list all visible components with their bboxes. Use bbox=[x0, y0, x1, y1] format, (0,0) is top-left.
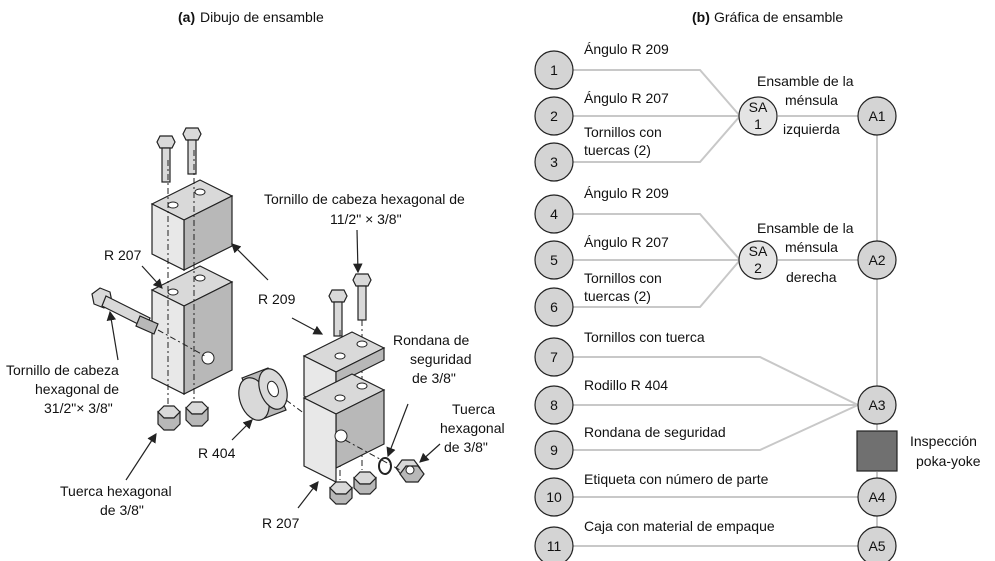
component-5: 5 Ángulo R 207 bbox=[534, 234, 669, 280]
assembly-a1-code: A1 bbox=[868, 108, 885, 124]
label-r404: R 404 bbox=[198, 445, 236, 461]
assembly-a3: A3 bbox=[857, 385, 897, 425]
label-washer-line3: de 3/8" bbox=[412, 370, 456, 386]
subassembly-sa1-code-line2: 1 bbox=[754, 116, 762, 132]
inspection-label-line2: poka-yoke bbox=[916, 453, 981, 469]
label-nut-right-line3: de 3/8" bbox=[444, 439, 488, 455]
label-nut-left-line2: de 3/8" bbox=[100, 502, 144, 518]
component-8: 8 Rodillo R 404 bbox=[534, 377, 668, 425]
component-7-label: Tornillos con tuerca bbox=[584, 329, 705, 345]
component-10: 10 Etiqueta con número de parte bbox=[534, 471, 769, 517]
chart-title-prefix: (b) bbox=[692, 9, 710, 25]
top-bolts-right bbox=[328, 273, 372, 337]
component-5-label: Ángulo R 207 bbox=[584, 234, 669, 250]
component-4-number: 4 bbox=[550, 206, 558, 222]
subassembly-sa1: SA 1 Ensamble de la ménsula izquierda bbox=[738, 73, 854, 137]
component-2-label: Ángulo R 207 bbox=[584, 90, 669, 106]
assembly-a2-code: A2 bbox=[868, 252, 885, 268]
nuts-bottom-left bbox=[157, 401, 209, 431]
component-6-label-line1: Tornillos con bbox=[584, 270, 662, 286]
long-bolt bbox=[91, 287, 159, 335]
inspection-label-line1: Inspección bbox=[910, 433, 977, 449]
chart-title: Gráfica de ensamble bbox=[714, 9, 843, 25]
assembly-a5-code: A5 bbox=[868, 538, 885, 554]
component-10-number: 10 bbox=[546, 489, 562, 505]
component-7-number: 7 bbox=[550, 349, 558, 365]
leader-arrows bbox=[106, 229, 441, 509]
label-bolt-top-line2: 11/2" × 3/8" bbox=[330, 211, 402, 227]
label-washer-line1: Rondana de bbox=[393, 332, 470, 348]
component-11: 11 Caja con material de empaque bbox=[534, 518, 775, 561]
angle-r209-upper bbox=[150, 179, 234, 271]
subassembly-sa2-label-line1: Ensamble de la bbox=[757, 220, 854, 236]
component-6-number: 6 bbox=[550, 299, 558, 315]
component-9-label: Rondana de seguridad bbox=[584, 424, 726, 440]
label-washer-line2: seguridad bbox=[410, 351, 472, 367]
component-10-label: Etiqueta con número de parte bbox=[584, 471, 769, 487]
component-6: 6 Tornillos con tuercas (2) bbox=[534, 270, 662, 327]
assembly-a2: A2 bbox=[857, 240, 897, 280]
connector-lines bbox=[573, 69, 878, 547]
roller-r404 bbox=[238, 367, 288, 421]
component-9: 9 Rondana de seguridad bbox=[534, 424, 726, 470]
drawing-title: Dibujo de ensamble bbox=[200, 9, 324, 25]
label-bolt-left-line2: hexagonal de bbox=[35, 381, 119, 397]
subassembly-sa2-label-line3: derecha bbox=[786, 269, 837, 285]
component-9-number: 9 bbox=[550, 442, 558, 458]
component-4-label: Ángulo R 209 bbox=[584, 185, 669, 201]
drawing-title-prefix: (a) bbox=[178, 9, 195, 25]
assembly-a5: A5 bbox=[857, 526, 897, 561]
assembly-a4-code: A4 bbox=[868, 489, 885, 505]
component-3-number: 3 bbox=[550, 154, 558, 170]
top-bolts-left bbox=[156, 127, 202, 183]
angle-r207-lower bbox=[302, 373, 386, 483]
label-bolt-left-line3: 31/2"× 3/8" bbox=[44, 400, 113, 416]
component-3-label-line2: tuercas (2) bbox=[584, 142, 651, 158]
component-5-number: 5 bbox=[550, 252, 558, 268]
label-r209: R 209 bbox=[258, 291, 296, 307]
side-nut bbox=[395, 459, 425, 483]
label-bolt-top-line1: Tornillo de cabeza hexagonal de bbox=[264, 191, 465, 207]
subassembly-sa2: SA 2 Ensamble de la ménsula derecha bbox=[738, 220, 854, 285]
label-nut-left-line1: Tuerca hexagonal bbox=[60, 483, 172, 499]
subassembly-sa2-code-line1: SA bbox=[749, 243, 768, 259]
component-7: 7 Tornillos con tuerca bbox=[534, 329, 705, 377]
component-4: 4 Ángulo R 209 bbox=[534, 185, 669, 234]
component-1: 1 Ángulo R 209 bbox=[534, 41, 669, 90]
label-bolt-left-line1: Tornillo de cabeza bbox=[6, 362, 119, 378]
assembly-a3-code: A3 bbox=[868, 397, 885, 413]
nuts-bottom-right bbox=[329, 471, 377, 505]
assembly-a1: A1 bbox=[857, 96, 897, 136]
component-11-label: Caja con material de empaque bbox=[584, 518, 775, 534]
assembly-a4: A4 bbox=[857, 477, 897, 517]
subassembly-sa1-code-line1: SA bbox=[749, 99, 768, 115]
subassembly-sa1-label-line3: izquierda bbox=[783, 121, 840, 137]
component-11-number: 11 bbox=[547, 538, 562, 554]
component-1-number: 1 bbox=[550, 62, 558, 78]
subassembly-sa2-label-line2: ménsula bbox=[785, 239, 838, 255]
washer bbox=[378, 457, 392, 475]
subassembly-sa2-code-line2: 2 bbox=[754, 260, 762, 276]
assembly-chart: (b) Gráfica de ensamble bbox=[534, 9, 981, 561]
component-3-label-line1: Tornillos con bbox=[584, 124, 662, 140]
subassembly-sa1-label-line2: ménsula bbox=[785, 92, 838, 108]
component-3: 3 Tornillos con tuercas (2) bbox=[534, 124, 662, 182]
assembly-drawing: (a) Dibujo de ensamble bbox=[6, 9, 505, 531]
label-r207-bottom: R 207 bbox=[262, 515, 300, 531]
component-2-number: 2 bbox=[550, 108, 558, 124]
subassembly-sa1-label-line1: Ensamble de la bbox=[757, 73, 854, 89]
component-8-label: Rodillo R 404 bbox=[584, 377, 668, 393]
label-nut-right-line1: Tuerca bbox=[452, 401, 495, 417]
component-2: 2 Ángulo R 207 bbox=[534, 90, 669, 136]
angle-r207-upper bbox=[150, 265, 234, 395]
component-1-label: Ángulo R 209 bbox=[584, 41, 669, 57]
component-8-number: 8 bbox=[550, 397, 558, 413]
inspection-box: Inspección poka-yoke bbox=[856, 430, 981, 472]
label-r207-top: R 207 bbox=[104, 247, 142, 263]
component-6-label-line2: tuercas (2) bbox=[584, 288, 651, 304]
label-nut-right-line2: hexagonal bbox=[440, 420, 505, 436]
